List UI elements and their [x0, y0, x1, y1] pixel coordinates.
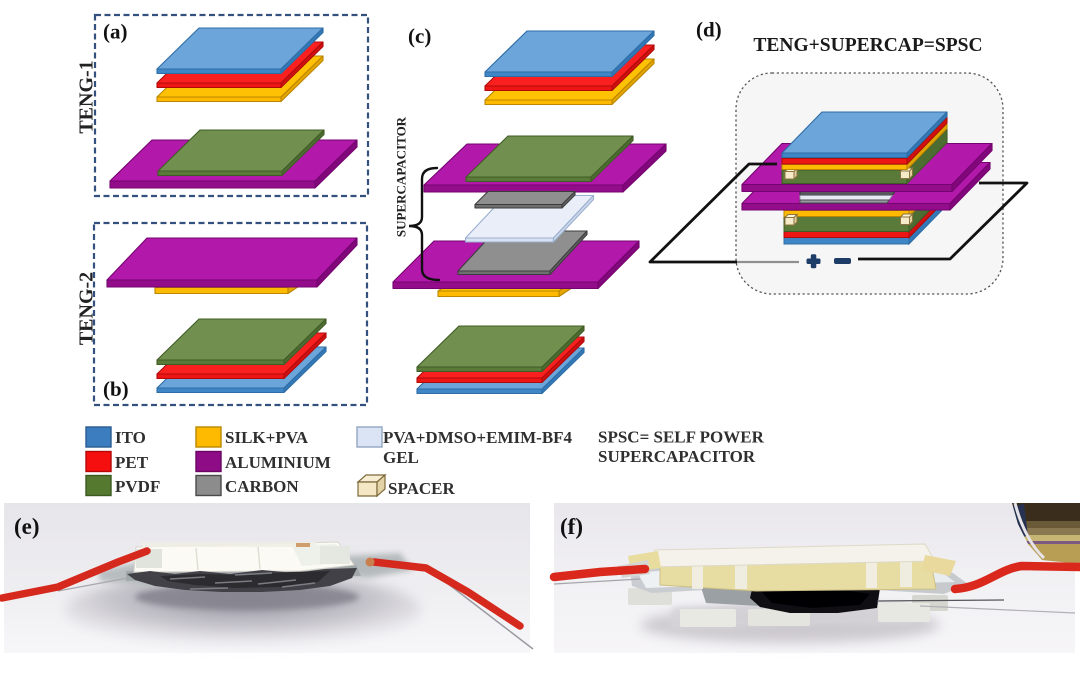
svg-text:CARBON: CARBON [225, 477, 299, 496]
svg-text:(f): (f) [560, 514, 583, 539]
svg-text:SPACER: SPACER [388, 479, 455, 498]
svg-text:PVDF: PVDF [115, 477, 160, 496]
svg-text:TENG+SUPERCAP=SPSC: TENG+SUPERCAP=SPSC [753, 35, 982, 56]
svg-text:(a): (a) [103, 20, 128, 44]
svg-text:SUPERCAPACITOR: SUPERCAPACITOR [598, 447, 756, 466]
svg-text:GEL: GEL [383, 448, 419, 467]
svg-text:SILK+PVA: SILK+PVA [225, 428, 309, 447]
svg-text:(d): (d) [696, 18, 722, 42]
svg-text:ALUMINIUM: ALUMINIUM [225, 453, 331, 472]
svg-text:SPSC= SELF POWER: SPSC= SELF POWER [598, 428, 765, 447]
svg-text:TENG-2: TENG-2 [76, 272, 98, 345]
svg-text:(e): (e) [14, 514, 40, 539]
svg-text:PET: PET [115, 453, 149, 472]
svg-text:ITO: ITO [115, 428, 146, 447]
svg-text:PVA+DMSO+EMIM-BF4: PVA+DMSO+EMIM-BF4 [383, 428, 573, 447]
svg-text:TENG-1: TENG-1 [76, 60, 98, 133]
svg-text:(c): (c) [408, 24, 431, 48]
svg-text:(b): (b) [103, 377, 129, 401]
svg-text:SUPERCAPACITOR: SUPERCAPACITOR [394, 116, 409, 237]
